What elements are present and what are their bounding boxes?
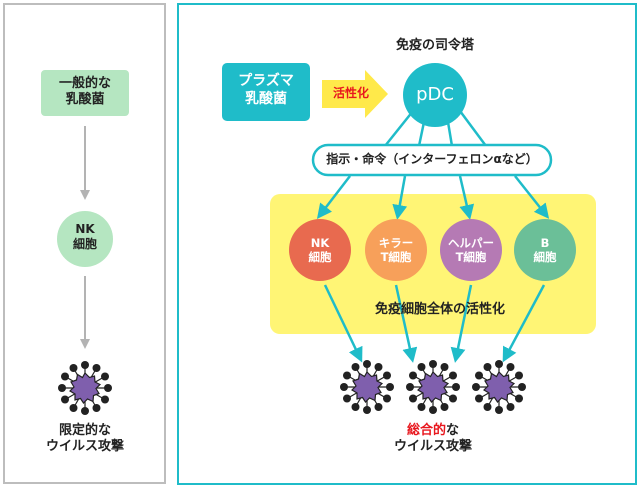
killer-line2: T細胞 bbox=[380, 250, 412, 265]
general-lactobacillus-line2: 乳酸菌 bbox=[65, 92, 105, 108]
limited-virus-attack-label: 限定的な ウイルス攻撃 bbox=[20, 423, 150, 456]
gray-arrow-1 bbox=[80, 126, 90, 200]
arrow-helper-to-virus bbox=[450, 284, 473, 363]
general-lactobacillus-box bbox=[41, 70, 129, 116]
b-line1: B bbox=[540, 236, 550, 250]
nk-cell-circle bbox=[289, 219, 351, 281]
activation-arrow bbox=[322, 70, 388, 118]
left-nk-line1: NK bbox=[75, 222, 95, 236]
nk-cell-label: NK 細胞 bbox=[289, 236, 351, 265]
pdc-label: pDC bbox=[416, 84, 454, 105]
left-nk-line2: 細胞 bbox=[72, 237, 97, 251]
general-lactobacillus-line1: 一般的な bbox=[58, 76, 111, 91]
pdc-connectors bbox=[384, 110, 488, 147]
arrow-to-nk bbox=[316, 175, 351, 219]
comprehensive-highlight: 総合的 bbox=[406, 423, 446, 438]
left-nk-cell-label: NK 細胞 bbox=[57, 222, 113, 252]
arrow-nk-to-virus bbox=[323, 284, 363, 363]
pdc-circle bbox=[403, 63, 467, 127]
arrow-to-killer-t bbox=[392, 175, 408, 220]
b-cell-label: B 細胞 bbox=[514, 236, 576, 265]
left-virus-icon bbox=[57, 360, 113, 416]
activation-label: 活性化 bbox=[332, 86, 369, 100]
arrow-killer-to-virus bbox=[394, 284, 418, 363]
killer-t-cell-label: キラー T細胞 bbox=[365, 236, 427, 265]
plasma-lactobacillus-label: プラズマ 乳酸菌 bbox=[222, 73, 310, 108]
nk-line2: 細胞 bbox=[308, 250, 332, 265]
b-line2: 細胞 bbox=[533, 250, 557, 265]
comprehensive-line2: ウイルス攻撃 bbox=[393, 439, 472, 455]
plasma-line1: プラズマ bbox=[238, 73, 294, 89]
helper-t-cell-label: ヘルパー T細胞 bbox=[440, 236, 502, 265]
right-virus-icon-1 bbox=[339, 359, 395, 415]
general-lactobacillus-label: 一般的な 乳酸菌 bbox=[41, 76, 129, 109]
plasma-line2: 乳酸菌 bbox=[245, 90, 287, 107]
left-panel-general-lactobacillus bbox=[3, 3, 166, 484]
helper-line1: ヘルパー bbox=[448, 236, 494, 250]
helper-line2: T細胞 bbox=[455, 250, 487, 265]
nk-line1: NK bbox=[310, 236, 330, 250]
limited-attack-line2: ウイルス攻撃 bbox=[45, 439, 124, 455]
plasma-lactobacillus-box bbox=[222, 63, 310, 121]
gray-arrow-2 bbox=[80, 276, 90, 349]
all-immune-activation-label: 免疫細胞全体の活性化 bbox=[374, 302, 505, 317]
limited-attack-line1: 限定的な bbox=[58, 423, 111, 438]
helper-t-cell-circle bbox=[440, 219, 502, 281]
comprehensive-line1: 総合的な bbox=[368, 423, 498, 439]
arrow-to-helper-t bbox=[458, 175, 475, 220]
right-virus-icon-2 bbox=[405, 359, 461, 415]
killer-t-cell-circle bbox=[365, 219, 427, 281]
arrow-b-to-virus bbox=[502, 284, 546, 363]
b-cell-circle bbox=[514, 219, 576, 281]
immune-activation-area bbox=[270, 194, 596, 334]
instruction-pill-label: 指示・命令（インターフェロンαなど） bbox=[326, 152, 538, 166]
comprehensive-rest: な bbox=[446, 423, 460, 438]
instruction-pill bbox=[311, 143, 553, 177]
left-nk-cell bbox=[57, 211, 113, 267]
right-virus-icon-3 bbox=[471, 359, 527, 415]
comprehensive-virus-attack-label: 総合的な ウイルス攻撃 bbox=[368, 423, 498, 456]
arrow-to-b bbox=[514, 175, 550, 219]
killer-line1: キラー bbox=[378, 236, 414, 250]
immune-commander-label: 免疫の司令塔 bbox=[395, 38, 474, 53]
right-panel-plasma-lactobacillus bbox=[177, 3, 637, 485]
